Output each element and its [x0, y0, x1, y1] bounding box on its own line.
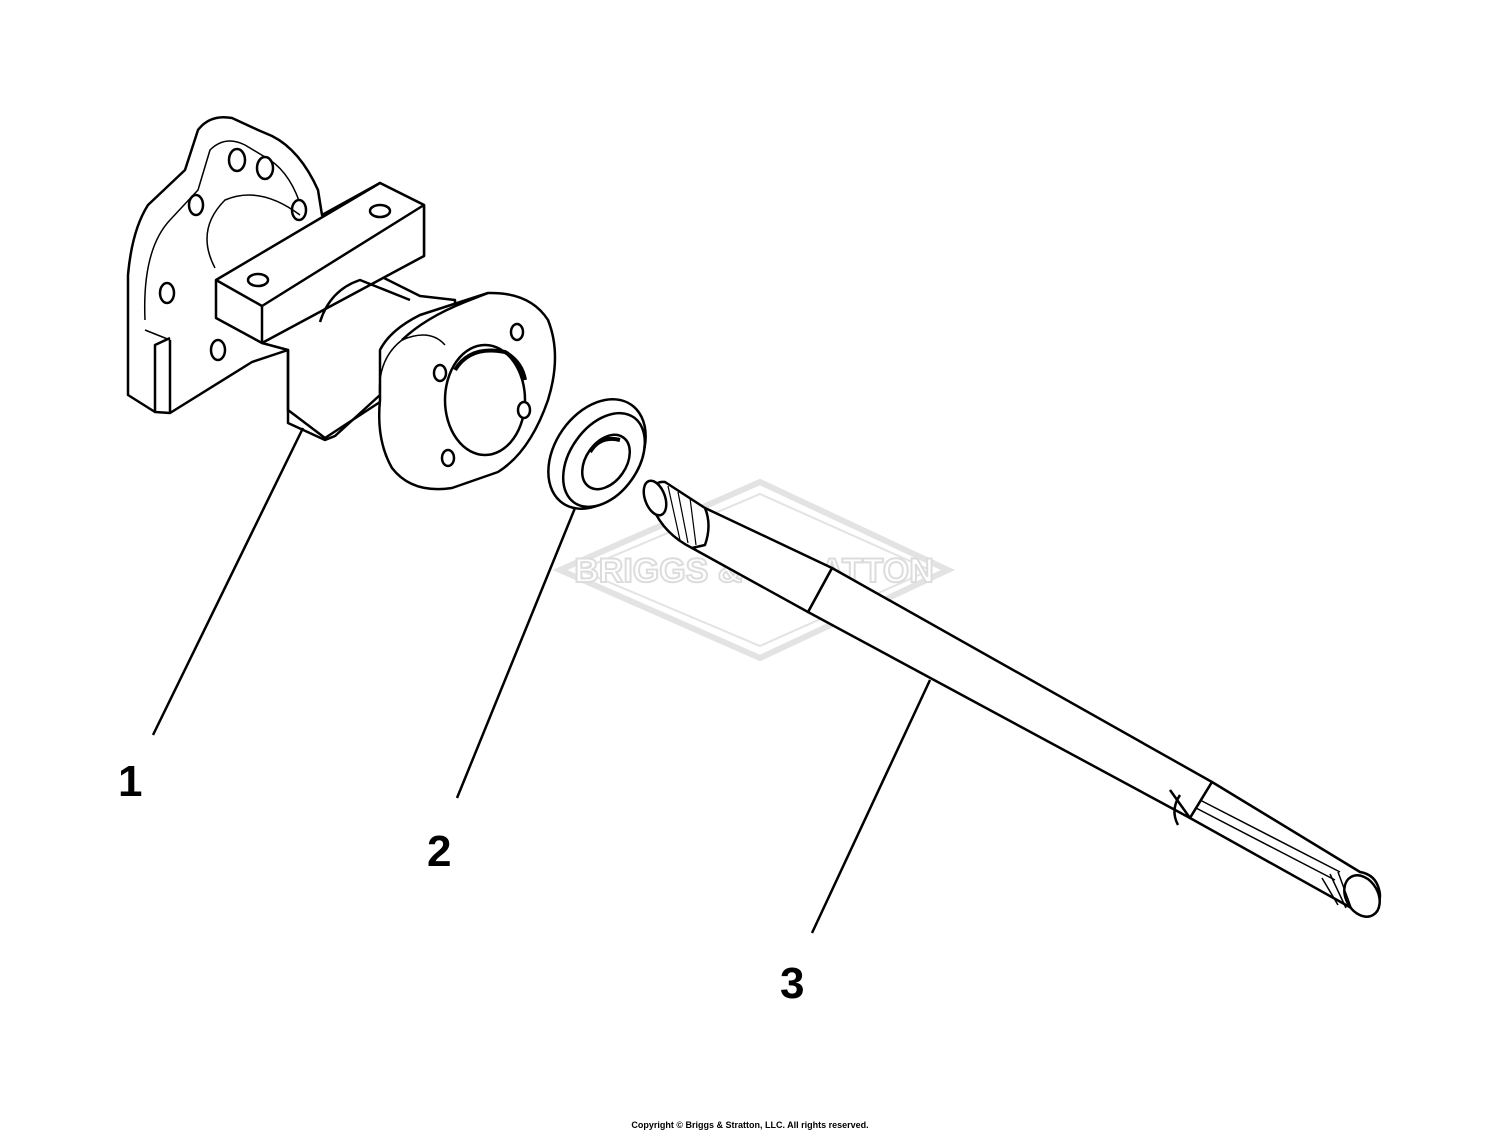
leader-line-2 — [455, 507, 577, 799]
leader-lines — [151, 427, 932, 934]
housing-icon — [126, 116, 557, 491]
leader-line-1 — [151, 427, 305, 736]
callout-3: 3 — [780, 959, 805, 1008]
leader-line-3 — [810, 679, 932, 934]
callout-2: 2 — [427, 827, 452, 876]
seal-icon — [547, 398, 647, 510]
callout-1: 1 — [118, 757, 143, 806]
copyright-notice: Copyright © Briggs & Stratton, LLC. All … — [631, 1120, 869, 1130]
shaft-icon — [642, 479, 1382, 918]
